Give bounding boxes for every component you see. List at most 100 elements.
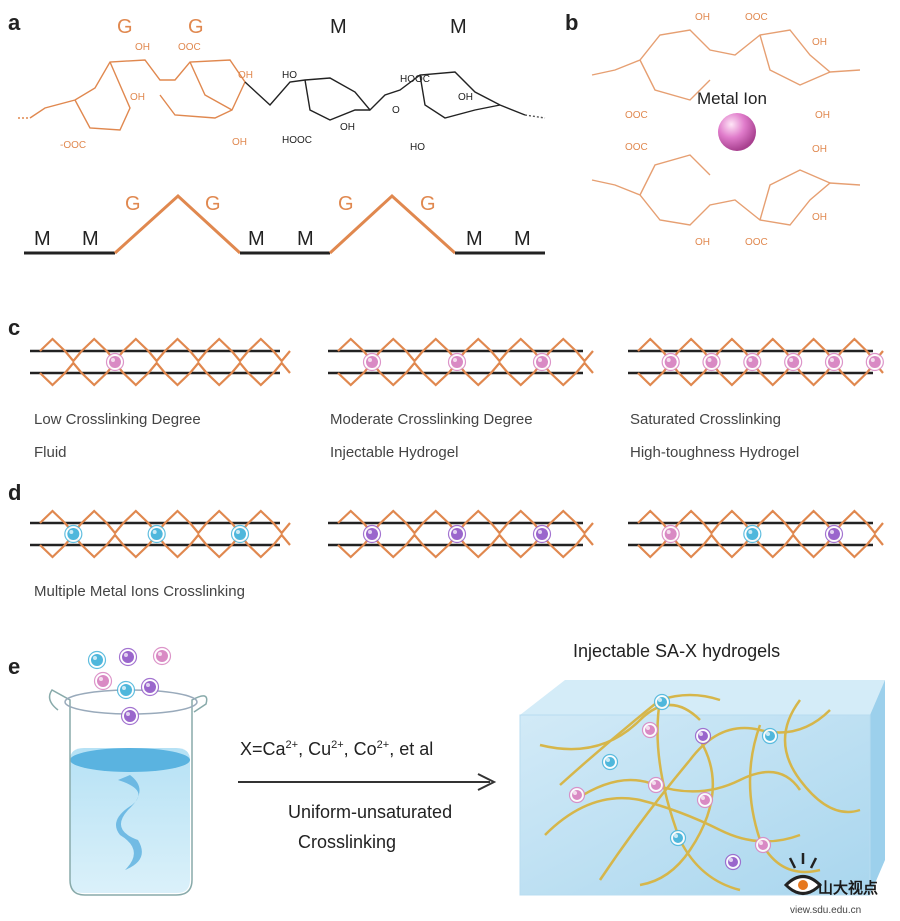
chem-cooh: HOOC — [282, 135, 312, 146]
chem-ooc: OOC — [745, 12, 768, 23]
pink-ion — [824, 352, 844, 372]
pink-ion — [568, 786, 586, 804]
cyan-ion — [116, 680, 136, 700]
g-block-wave — [39, 361, 291, 387]
cyan-ion — [230, 524, 250, 544]
purple-ion — [724, 853, 742, 871]
crosslink-panels-c — [30, 337, 884, 387]
pink-ion — [754, 836, 772, 854]
chem-ho: HO — [282, 70, 297, 81]
panel-label-e: e — [8, 654, 20, 679]
cyan-ion — [653, 693, 671, 711]
process-line-1: Uniform-unsaturated — [288, 802, 452, 822]
purple-ion — [120, 706, 140, 726]
pink-ion — [702, 352, 721, 372]
water-surface — [70, 748, 190, 772]
g-unit-label: G — [117, 16, 133, 38]
chem-oh: OH — [812, 144, 827, 155]
caption-multiple-ions: Multiple Metal Ions Crosslinking — [34, 583, 245, 600]
cyan-ion — [761, 727, 779, 745]
purple-ion — [362, 524, 382, 544]
caption-low: Low Crosslinking Degree — [34, 411, 201, 428]
chem-oh: OH — [340, 122, 355, 133]
pink-ion — [661, 352, 680, 372]
egg-box-structure — [591, 29, 861, 226]
m-unit-label: M — [330, 16, 347, 38]
chem-oh: OH — [135, 42, 150, 53]
pink-ion — [152, 646, 172, 666]
cyan-ion — [743, 524, 762, 544]
chem-o: O — [392, 105, 400, 116]
chem-oh: OH — [695, 237, 710, 248]
purple-ion — [694, 727, 712, 745]
metal-ion-label: Metal Ion — [697, 89, 767, 108]
chem-oh: OH — [458, 92, 473, 103]
chem-oh: OH — [812, 37, 827, 48]
pink-ion — [865, 352, 884, 372]
alginate-structure — [18, 59, 546, 131]
chem-ooc: OOC — [178, 42, 201, 53]
chain-m-label: M — [82, 228, 99, 250]
caption-fluid: Fluid — [34, 444, 67, 461]
pink-ion — [532, 352, 552, 372]
purple-ion — [824, 524, 844, 544]
pink-ion — [784, 352, 803, 372]
cyan-ion — [669, 829, 687, 847]
purple-ion — [118, 647, 138, 667]
process-line-2: Crosslinking — [298, 832, 396, 852]
chem-ooc: -OOC — [60, 140, 86, 151]
vortex — [116, 775, 142, 870]
chem-oh: OH — [815, 110, 830, 121]
chem-oh: OH — [238, 70, 253, 81]
chem-cooh: HOOC — [400, 74, 430, 85]
panel-label-c: c — [8, 315, 20, 340]
mg-block-chain — [24, 193, 545, 255]
crosslink-panels-d — [30, 509, 884, 559]
chain-m-label: M — [248, 228, 265, 250]
chem-oh: OH — [695, 12, 710, 23]
chem-ho: HO — [410, 142, 425, 153]
hydrogel-title: Injectable SA-X hydrogels — [573, 641, 780, 661]
chain-g-label: G — [338, 193, 354, 215]
watermark-url: view.sdu.edu.cn — [790, 905, 861, 916]
metal-ion-sphere — [718, 113, 756, 151]
m-unit-label: M — [450, 16, 467, 38]
pink-ion — [641, 721, 659, 739]
panel-label-a: a — [8, 10, 21, 35]
caption-saturated: Saturated Crosslinking — [630, 411, 781, 428]
falling-ions — [87, 646, 172, 726]
chem-ooc: OOC — [625, 110, 648, 121]
chem-ooc: OOC — [745, 237, 768, 248]
pink-ion — [696, 791, 714, 809]
ions-formula: X=Ca2+, Cu2+, Co2+, et al — [240, 739, 433, 759]
g-block-wave — [39, 337, 291, 363]
pink-ion — [362, 352, 382, 372]
purple-ion — [140, 677, 160, 697]
pink-ion — [647, 776, 665, 794]
process-arrow — [238, 773, 497, 791]
panel-label-b: b — [565, 10, 578, 35]
chain-m-label: M — [466, 228, 483, 250]
chem-oh: OH — [812, 212, 827, 223]
chain-g-label: G — [125, 193, 141, 215]
chain-m-label: M — [297, 228, 314, 250]
watermark-brand: 山大视点 — [818, 879, 878, 897]
purple-ion — [447, 524, 467, 544]
cyan-ion — [147, 524, 166, 544]
egg-box-groups: OH OOC OH OOC OH OOC OH OH OOC OH — [625, 12, 830, 248]
watermark-logo: 山大视点 view.sdu.edu.cn — [783, 853, 878, 916]
pink-ion — [93, 671, 113, 691]
pink-ion — [661, 524, 680, 544]
purple-ion — [532, 524, 552, 544]
cyan-ion — [601, 753, 619, 771]
pink-ion — [105, 352, 125, 372]
hydrogel-ions — [568, 693, 779, 871]
cyan-ion — [87, 650, 107, 670]
cyan-ion — [64, 524, 83, 544]
chain-g-label: G — [205, 193, 221, 215]
g-unit-label: G — [188, 16, 204, 38]
chem-ooc: OOC — [625, 142, 648, 153]
panel-label-d: d — [8, 480, 21, 505]
pink-ion — [743, 352, 762, 372]
